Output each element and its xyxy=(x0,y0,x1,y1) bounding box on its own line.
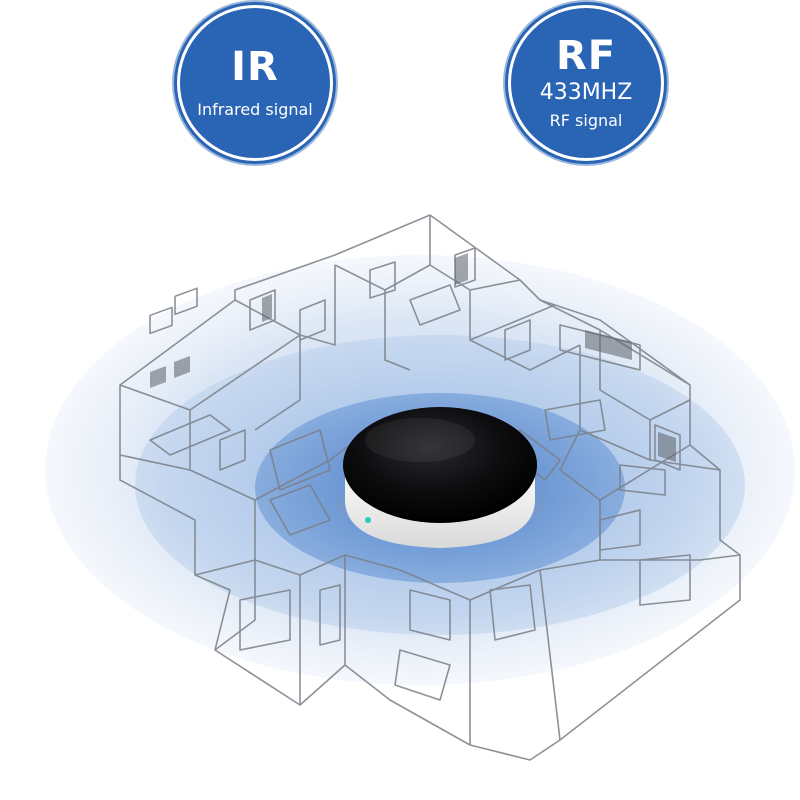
ir-subtitle: Infrared signal xyxy=(197,100,313,119)
smart-hub-device xyxy=(335,407,545,548)
house-wireframe xyxy=(119,214,741,761)
ir-badge: IR Infrared signal xyxy=(177,5,333,161)
rf-subtitle: RF signal xyxy=(549,111,623,130)
rf-badge: RF 433MHZ RF signal xyxy=(508,5,664,161)
ir-title: IR xyxy=(231,44,279,90)
window-panels xyxy=(150,253,676,462)
rf-frequency: 433MHZ xyxy=(539,80,633,105)
rf-title: RF xyxy=(555,33,617,79)
status-led xyxy=(365,517,371,523)
